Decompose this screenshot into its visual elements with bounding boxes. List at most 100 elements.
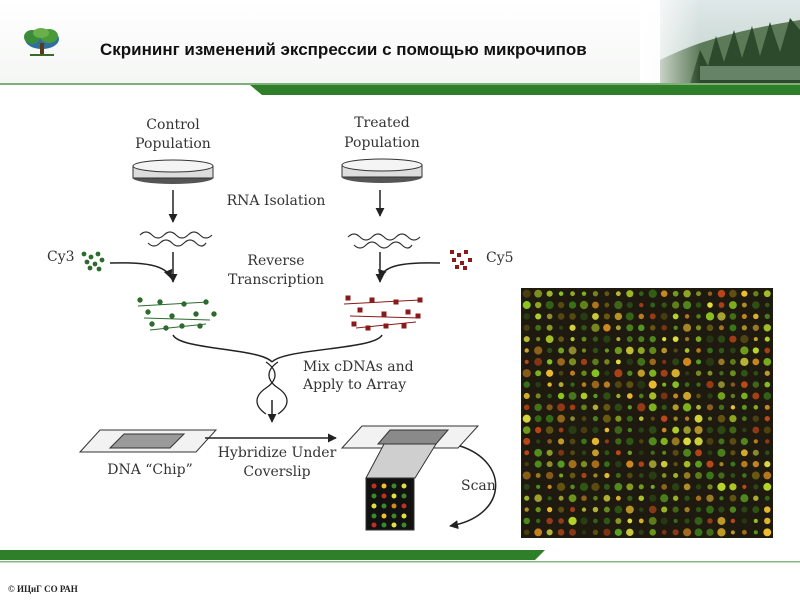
- microarray-spot: [707, 302, 713, 308]
- microarray-spot: [729, 483, 737, 491]
- microarray-spot: [660, 415, 668, 422]
- microarray-spot: [696, 382, 701, 387]
- microarray-spot: [728, 301, 737, 309]
- microarray-spot: [741, 518, 748, 524]
- microarray-spot: [753, 337, 758, 342]
- microarray-spot: [546, 324, 553, 331]
- microarray-spot: [614, 505, 623, 514]
- microarray-spot: [752, 460, 759, 468]
- microarray-spot: [524, 507, 529, 512]
- cy5-dye-icon: [450, 250, 472, 270]
- microarray-spot: [581, 530, 587, 535]
- microarray-spot: [740, 357, 749, 367]
- microarray-spot: [707, 450, 713, 456]
- rna-isolation-label: RNA Isolation: [227, 193, 326, 209]
- microarray-spot: [604, 370, 610, 376]
- microarray-spot: [672, 426, 680, 434]
- footer-copyright: © ИЦиГ СО РАН: [8, 584, 78, 594]
- microarray-spot: [730, 393, 736, 399]
- microarray-spot: [570, 484, 575, 490]
- microarray-spot: [729, 506, 737, 513]
- microarray-spot: [765, 439, 770, 444]
- coverslip-label: Coverslip: [243, 464, 310, 480]
- microarray-spot: [592, 358, 599, 366]
- transcription-label: Transcription: [228, 272, 324, 288]
- microarray-spot: [570, 370, 576, 376]
- microarray-spot: [648, 380, 657, 389]
- microarray-spot: [639, 302, 644, 308]
- apply-array-label: Apply to Array: [302, 377, 406, 393]
- microarray-spot: [707, 484, 713, 490]
- logo-tree-icon: [24, 28, 59, 56]
- microarray-spot: [626, 324, 634, 332]
- microarray-spot: [706, 335, 714, 343]
- microarray-spot: [558, 291, 564, 296]
- microarray-spot: [626, 336, 633, 343]
- microarray-spot: [558, 449, 565, 456]
- microarray-spot: [764, 404, 770, 410]
- microarray-spot: [581, 438, 587, 445]
- footer-decoration: [0, 550, 800, 563]
- microarray-spot: [535, 473, 541, 478]
- microarray-spot: [592, 404, 599, 411]
- microarray-spot: [718, 325, 724, 331]
- microarray-spot: [682, 403, 692, 412]
- microarray-spot: [524, 359, 529, 364]
- microarray-spot: [683, 426, 691, 434]
- microarray-spot: [672, 290, 679, 297]
- microarray-spot: [661, 427, 667, 433]
- microarray-spot: [626, 460, 634, 468]
- microarray-spot: [729, 415, 737, 423]
- microarray-spot: [717, 414, 726, 423]
- microarray-spot: [706, 494, 714, 502]
- microarray-spot: [638, 473, 644, 478]
- microarray-spot: [696, 314, 701, 319]
- header-decoration: [0, 0, 800, 95]
- microarray-spot: [535, 313, 542, 320]
- microarray-spot: [718, 506, 725, 513]
- microarray-spot: [763, 426, 771, 434]
- microarray-spot: [695, 506, 702, 513]
- microarray-spot: [569, 528, 577, 536]
- microarray-spot: [752, 426, 760, 434]
- microarray-spot: [559, 473, 564, 478]
- microarray-spot: [741, 325, 747, 331]
- microarray-spot: [753, 313, 759, 320]
- microarray-spot: [546, 290, 553, 297]
- mix-cdnas-label: Mix cDNAs and: [303, 359, 414, 375]
- microarray-spot: [729, 358, 736, 365]
- microarray-spot: [614, 403, 623, 412]
- microarray-spot: [650, 416, 655, 421]
- microarray-spot: [547, 506, 553, 513]
- microarray-spot: [753, 370, 759, 376]
- microarray-spot: [661, 302, 667, 308]
- microarray-spot: [568, 346, 577, 355]
- microarray-spot: [730, 473, 736, 478]
- microarray-spot: [753, 530, 758, 535]
- microarray-spot: [614, 426, 623, 434]
- microarray-spot: [570, 337, 575, 342]
- microarray-spot: [558, 506, 565, 513]
- microarray-spot: [729, 289, 737, 298]
- microarray-spot: [626, 393, 633, 399]
- microarray-spot: [604, 427, 610, 433]
- microarray-spot: [649, 358, 657, 366]
- microarray-spot: [719, 496, 724, 501]
- microarray-spot: [638, 313, 645, 320]
- microarray-spot: [730, 347, 736, 354]
- microarray-spot: [717, 482, 726, 491]
- microarray-image: [521, 288, 773, 538]
- microarray-spot: [684, 518, 690, 524]
- microarray-spot: [684, 416, 690, 421]
- microarray-spot: [580, 460, 588, 468]
- microarray-spot: [649, 494, 657, 502]
- microarray-spot: [593, 518, 598, 524]
- microarray-spot: [661, 484, 668, 490]
- microarray-spot: [547, 382, 552, 387]
- microarray-spot: [536, 518, 541, 524]
- microarray-spot: [717, 392, 726, 400]
- microarray-spot: [581, 507, 587, 512]
- microarray-spot: [717, 289, 726, 298]
- microarray-spot: [706, 460, 714, 468]
